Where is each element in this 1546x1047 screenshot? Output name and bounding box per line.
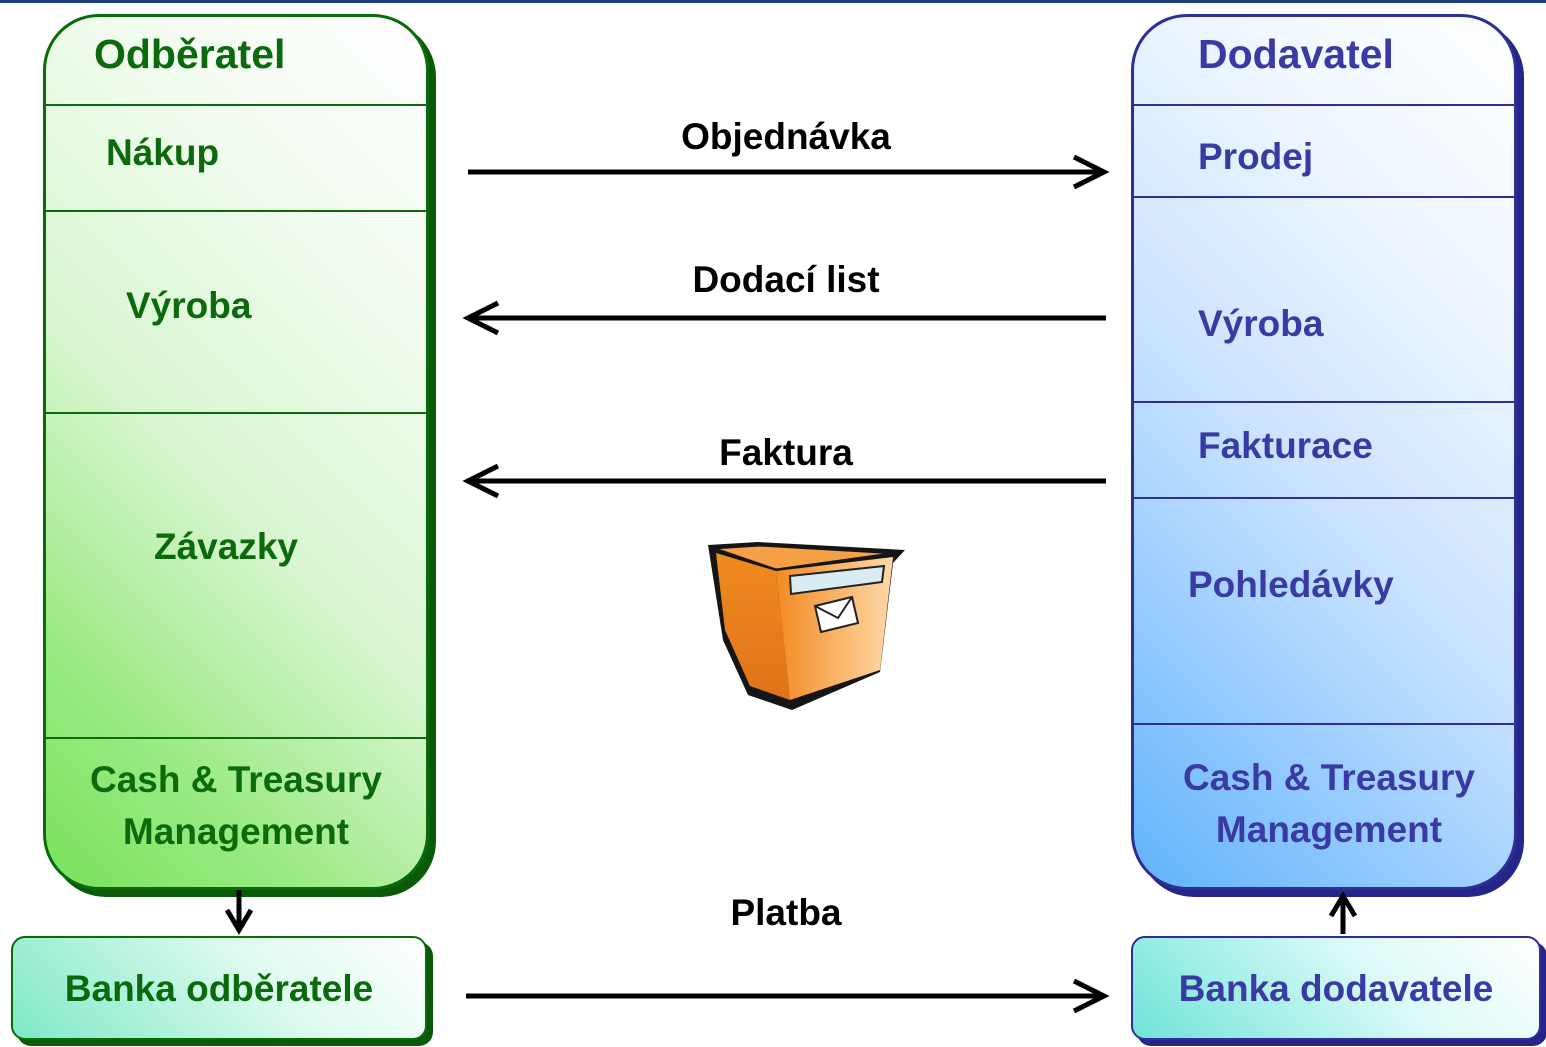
bank-to-supplier-arrow — [1328, 891, 1358, 934]
buyer-column: Odběratel Nákup Výroba Závazky Cash & Tr… — [43, 14, 429, 890]
buyer-cash-line2: Management — [122, 811, 350, 852]
delivery-note-arrow — [462, 300, 1106, 336]
buyer-section-purchase: Nákup — [46, 106, 426, 212]
buyer-header: Odběratel — [46, 17, 426, 106]
payment-flow-label: Platba — [730, 892, 842, 933]
delivery-note-flow-label: Dodací list — [692, 259, 880, 300]
supplier-cash-line2: Management — [1215, 809, 1443, 850]
buyer-section-payables: Závazky — [46, 414, 426, 739]
buyer-section-cash: Cash & Treasury Management — [46, 739, 426, 887]
buyer-title: Odběratel — [94, 31, 286, 77]
supplier-section-label: Prodej — [1198, 136, 1314, 177]
supplier-section-sales: Prodej — [1134, 106, 1514, 198]
supplier-section-receivables: Pohledávky — [1134, 499, 1514, 725]
supplier-section-label: Fakturace — [1198, 425, 1373, 466]
order-arrow — [468, 154, 1110, 190]
supplier-bank-label: Banka dodavatele — [1178, 968, 1494, 1009]
buyer-bank-box: Banka odběratele — [11, 936, 427, 1040]
invoice-arrow — [462, 463, 1106, 499]
supplier-section-label: Pohledávky — [1188, 564, 1394, 605]
supplier-section-label: Výroba — [1198, 303, 1324, 344]
buyer-section-production: Výroba — [46, 212, 426, 414]
buyer-section-label: Závazky — [154, 526, 298, 567]
supplier-cash-line1: Cash & Treasury — [1182, 757, 1476, 798]
top-rule — [0, 0, 1546, 3]
supplier-section-cash: Cash & Treasury Management — [1134, 725, 1514, 887]
mailbox-icon — [708, 542, 905, 710]
payment-arrow — [466, 978, 1110, 1014]
supplier-bank-box: Banka dodavatele — [1131, 936, 1541, 1040]
supplier-section-production: Výroba — [1134, 198, 1514, 403]
buyer-section-label: Výroba — [126, 285, 252, 326]
buyer-section-label: Nákup — [106, 132, 220, 173]
order-flow-label: Objednávka — [681, 116, 891, 157]
supplier-section-invoicing: Fakturace — [1134, 403, 1514, 499]
buyer-bank-label: Banka odběratele — [64, 968, 374, 1009]
supplier-header: Dodavatel — [1134, 17, 1514, 106]
buyer-to-bank-arrow — [224, 890, 254, 935]
invoice-flow-label: Faktura — [719, 432, 853, 473]
supplier-column: Dodavatel Prodej Výroba Fakturace Pohled… — [1131, 14, 1517, 890]
buyer-cash-line1: Cash & Treasury — [89, 759, 383, 800]
supplier-title: Dodavatel — [1198, 31, 1394, 77]
